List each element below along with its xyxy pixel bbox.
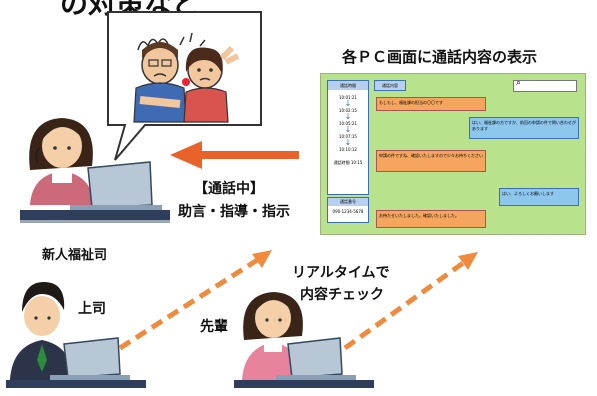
newcomer-desk bbox=[20, 210, 170, 220]
senior-label: 先輩 bbox=[200, 319, 228, 335]
chat-bubble-blue: はい、よろしくお願いします bbox=[499, 188, 579, 206]
arrow-down-icon: ↓ bbox=[344, 138, 352, 147]
content-header: 通話内容 bbox=[374, 80, 406, 91]
time-item: 10:07:15 bbox=[339, 134, 357, 139]
angry-man-icon bbox=[133, 38, 187, 123]
chat-bubble-orange: お待たせいたしました。確認いたしました。 bbox=[376, 210, 486, 228]
time-list-footer: 通話時間 10:15 bbox=[333, 160, 363, 165]
left-arrow-icon bbox=[170, 141, 299, 169]
time-item: 10:01:21 bbox=[339, 95, 357, 100]
arrow-down-icon: ↓ bbox=[344, 125, 352, 134]
call-status-label: 【通話中】 bbox=[194, 181, 264, 197]
pc-screen-panel: ⌕ 通話時間 10:01:21 ↓ 10:02:15 ↓ 10:05:21 ↓ … bbox=[320, 73, 586, 235]
realtime-label-line2: 内容チェック bbox=[300, 287, 384, 303]
chat-bubble-blue: はい、福祉課の方ですか、前回の申請の件で問い合わせがあります bbox=[469, 117, 579, 139]
time-list-header: 通話時間 bbox=[328, 81, 368, 90]
screen-panel-title: 各ＰＣ画面に通話内容の表示 bbox=[342, 48, 538, 66]
arrow-down-icon: ↓ bbox=[344, 99, 352, 108]
boss-laptop-icon bbox=[50, 337, 130, 380]
boss-label: 上司 bbox=[78, 301, 106, 317]
arrow-down-icon: ↓ bbox=[344, 112, 352, 121]
newcomer-label: 新人福祉司 bbox=[42, 248, 108, 263]
call-advice-label: 助言・指導・指示 bbox=[178, 204, 290, 220]
chat-bubble-orange: 申請の件ですね、確認いたしますので少々お待ちください bbox=[376, 150, 486, 172]
senior-laptop-icon bbox=[276, 337, 356, 380]
number-header: 通話番号 bbox=[328, 198, 368, 206]
realtime-label-line1: リアルタイムで bbox=[292, 265, 390, 281]
dashed-arrow-boss bbox=[118, 250, 272, 351]
search-icon: ⌕ bbox=[516, 78, 522, 88]
number-panel: 通話番号 090-1234-5678 bbox=[327, 197, 369, 223]
newcomer-person-icon bbox=[29, 118, 94, 205]
number-value: 090-1234-5678 bbox=[332, 209, 364, 214]
time-list-panel: 通話時間 10:01:21 ↓ 10:02:15 ↓ 10:05:21 ↓ 10… bbox=[327, 80, 369, 195]
chat-bubble-orange: もしもし、福祉課の担当の〇〇です bbox=[376, 97, 486, 111]
time-item: 10:10:12 bbox=[339, 147, 357, 152]
boss-person-icon bbox=[10, 282, 74, 380]
newcomer-laptop-icon bbox=[70, 161, 162, 210]
angry-woman-icon bbox=[179, 32, 240, 123]
time-item: 10:05:21 bbox=[339, 121, 357, 126]
time-item: 10:02:15 bbox=[339, 108, 357, 113]
search-box[interactable]: ⌕ bbox=[513, 78, 577, 92]
dashed-arrow-senior bbox=[343, 252, 478, 351]
